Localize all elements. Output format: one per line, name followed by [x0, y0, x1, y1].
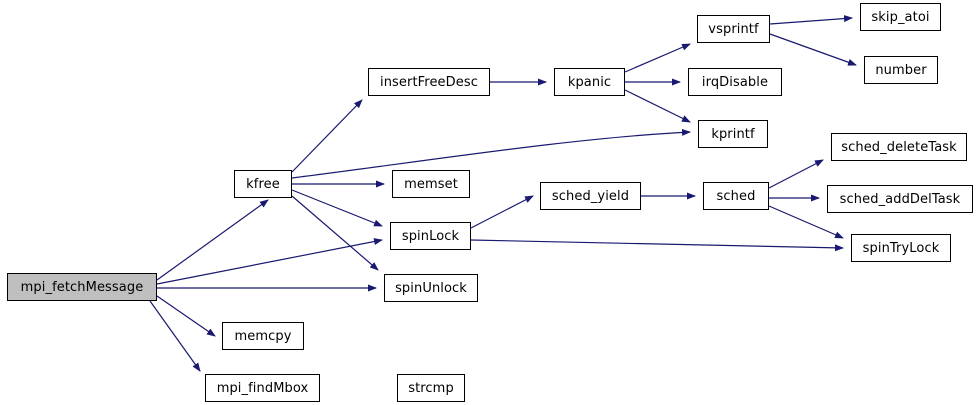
call-edge-vsprintf-to-number [769, 33, 857, 66]
node-kprintf[interactable]: kprintf [698, 120, 768, 148]
node-sched[interactable]: sched [703, 182, 769, 210]
node-label-irqDisable: irqDisable [701, 74, 769, 90]
call-edge-kfree-to-spinLock [291, 189, 383, 227]
node-irqDisable[interactable]: irqDisable [688, 68, 782, 96]
node-label-vsprintf: vsprintf [708, 21, 759, 37]
call-edge-vsprintf-to-skip_atoi [769, 15, 853, 25]
node-label-memset: memset [404, 176, 458, 192]
node-label-number: number [875, 62, 927, 78]
node-label-spinTryLock: spinTryLock [862, 240, 940, 256]
node-label-kprintf: kprintf [711, 126, 755, 142]
node-label-kpanic: kpanic [567, 74, 612, 90]
node-kpanic[interactable]: kpanic [554, 68, 625, 96]
call-edge-spinLock-to-sched_yield [470, 195, 534, 229]
node-skip_atoi[interactable]: skip_atoi [860, 3, 941, 31]
call-edge-mpi_fetchMessage-to-kfree [156, 199, 269, 281]
node-mpi_fetchMessage[interactable]: mpi_fetchMessage [7, 273, 157, 301]
call-edge-spinLock-to-spinTryLock [470, 239, 844, 252]
node-sched_yield[interactable]: sched_yield [540, 182, 641, 210]
call-edge-kpanic-to-kprintf [624, 89, 691, 123]
node-kfree[interactable]: kfree [234, 170, 292, 198]
call-edge-mpi_fetchMessage-to-mpi_findMbox [149, 300, 201, 372]
node-spinUnlock[interactable]: spinUnlock [384, 274, 478, 302]
node-sched_deleteTask[interactable]: sched_deleteTask [831, 133, 967, 161]
node-memcpy[interactable]: memcpy [222, 322, 304, 350]
node-insertFreeDesc[interactable]: insertFreeDesc [368, 68, 490, 96]
node-label-insertFreeDesc: insertFreeDesc [380, 74, 478, 90]
call-edge-kfree-to-insertFreeDesc [291, 99, 363, 173]
node-label-mpi_findMbox: mpi_findMbox [216, 380, 309, 396]
call-edge-kpanic-to-vsprintf [624, 43, 691, 73]
call-edge-mpi_fetchMessage-to-spinLock [156, 238, 383, 285]
node-number[interactable]: number [864, 56, 938, 84]
node-mpi_findMbox[interactable]: mpi_findMbox [205, 374, 320, 402]
call-edge-kfree-to-spinUnlock [291, 195, 379, 271]
node-vsprintf[interactable]: vsprintf [697, 15, 770, 43]
call-edge-sched-to-spinTryLock [768, 205, 844, 239]
node-spinLock[interactable]: spinLock [390, 222, 471, 250]
node-strcmp[interactable]: strcmp [397, 374, 465, 402]
node-label-memcpy: memcpy [234, 328, 292, 344]
node-label-kfree: kfree [246, 176, 280, 192]
call-edge-kfree-to-kprintf [291, 128, 691, 179]
node-label-spinUnlock: spinUnlock [395, 280, 467, 296]
node-label-sched_yield: sched_yield [551, 188, 630, 204]
node-label-sched: sched [716, 188, 756, 204]
node-memset[interactable]: memset [392, 170, 470, 198]
node-label-spinLock: spinLock [401, 228, 460, 244]
node-sched_addDelTask[interactable]: sched_addDelTask [827, 185, 973, 213]
node-spinTryLock[interactable]: spinTryLock [851, 234, 951, 262]
node-label-sched_addDelTask: sched_addDelTask [839, 191, 961, 207]
call-edge-sched-to-sched_deleteTask [768, 159, 824, 189]
node-label-skip_atoi: skip_atoi [871, 9, 930, 25]
node-label-strcmp: strcmp [408, 380, 454, 396]
call-edge-mpi_fetchMessage-to-memcpy [156, 295, 216, 337]
node-label-mpi_fetchMessage: mpi_fetchMessage [20, 279, 144, 295]
node-label-sched_deleteTask: sched_deleteTask [841, 139, 957, 155]
